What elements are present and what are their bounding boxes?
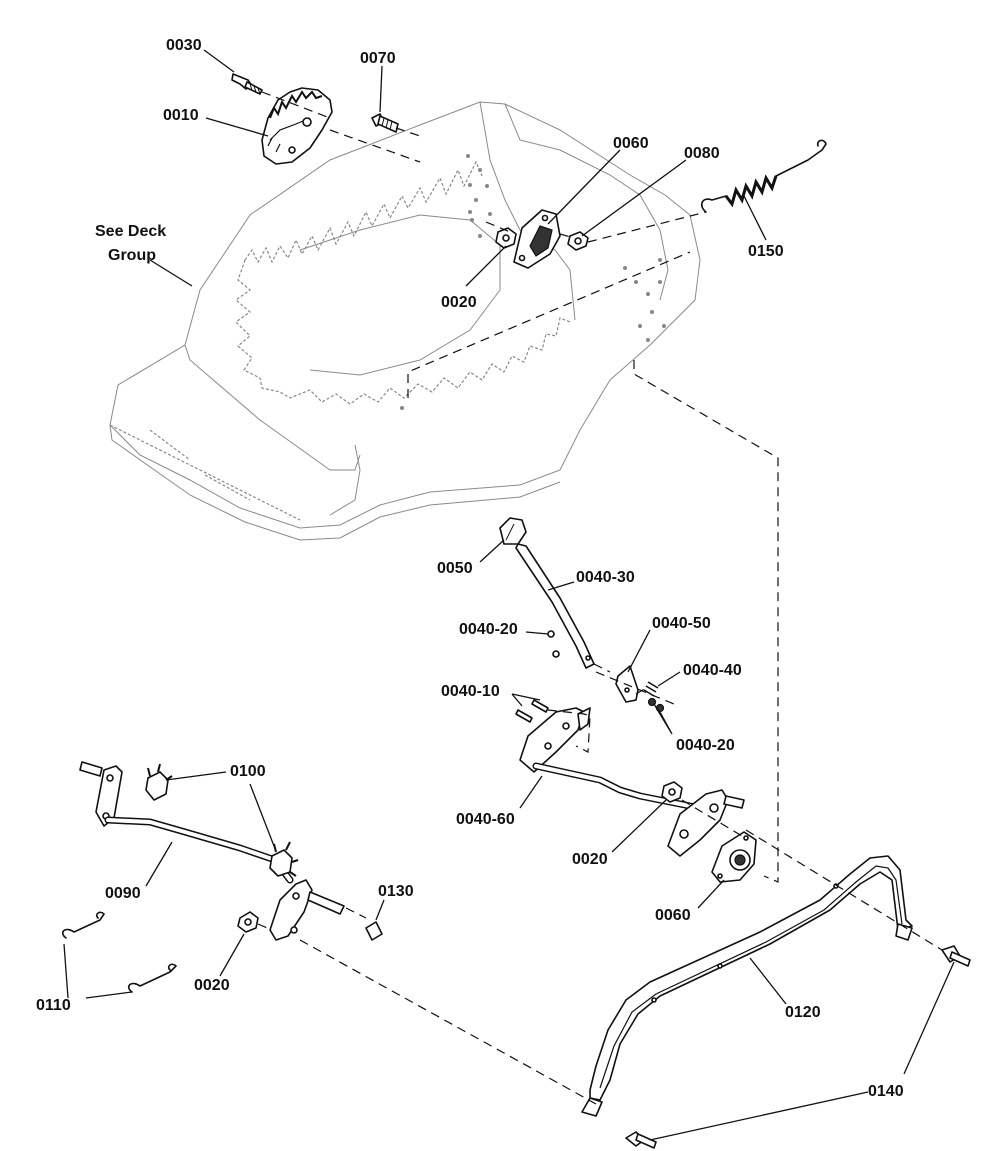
- label-0040-20-a: 0040-20: [459, 621, 518, 638]
- label-0010: 0010: [163, 107, 199, 124]
- label-0060-top: 0060: [613, 135, 649, 152]
- label-0040-20-b: 0040-20: [676, 737, 735, 754]
- callout-labels: 0030 0070 0010 See Deck Group 0060 0080 …: [36, 37, 904, 1100]
- label-0060-mid: 0060: [655, 907, 691, 924]
- bolt-0040-10: [515, 699, 549, 723]
- rod-0040-60: [532, 762, 704, 812]
- label-0040-10: 0040-10: [441, 683, 500, 700]
- axle-bracket-right: [667, 789, 745, 857]
- label-0050: 0050: [437, 560, 473, 577]
- bolt-0140-b: [625, 1131, 657, 1149]
- spring-0150: [700, 139, 827, 213]
- lever-0040-30: [515, 543, 595, 669]
- label-0120: 0120: [785, 1004, 821, 1021]
- rear-handle-0120: [581, 855, 913, 1117]
- label-0020-mid: 0020: [572, 851, 608, 868]
- screw-0070: [371, 113, 399, 133]
- label-0030: 0030: [166, 37, 202, 54]
- nut-0080: [567, 231, 589, 251]
- mower-deck-ghost: [109, 101, 701, 541]
- label-0020-low: 0020: [194, 977, 230, 994]
- label-0040-50: 0040-50: [652, 615, 711, 632]
- leader-lines: [63, 49, 955, 1141]
- pawl-0100-b: [269, 841, 299, 877]
- label-see-deck: See Deck: [95, 223, 166, 240]
- label-0040-40: 0040-40: [683, 662, 742, 679]
- hairpin-0110-b: [127, 963, 177, 993]
- label-0100: 0100: [230, 763, 266, 780]
- clip-0130: [365, 921, 383, 941]
- label-0130: 0130: [378, 883, 414, 900]
- knob-0050: [499, 517, 527, 545]
- pivot-bracket-0060-top: [513, 209, 561, 269]
- nut-0020-low: [237, 911, 259, 933]
- hairpin-0110-a: [61, 911, 105, 939]
- alignment-lines: [257, 91, 943, 1105]
- label-0140: 0140: [868, 1083, 904, 1100]
- label-see-deck-group: Group: [108, 247, 156, 264]
- pawl-0100-a: [145, 763, 173, 801]
- deck-holes: [400, 154, 666, 410]
- label-0020-top: 0020: [441, 294, 477, 311]
- nut-0020-top: [495, 227, 517, 249]
- rear-axle-0090: [79, 761, 345, 941]
- screw-0030: [231, 73, 263, 95]
- plate-0040-50: [615, 665, 639, 703]
- nut-0040-20-b: [647, 697, 665, 713]
- washer-0040-40: [643, 681, 659, 697]
- label-0070: 0070: [360, 50, 396, 67]
- label-0150: 0150: [748, 243, 784, 260]
- label-0080: 0080: [684, 145, 720, 162]
- label-0110: 0110: [36, 997, 71, 1014]
- nut-0020-mid: [661, 781, 683, 803]
- label-0090: 0090: [105, 885, 141, 902]
- label-0040-30: 0040-30: [576, 569, 635, 586]
- adjuster-plate-0010: [261, 87, 333, 165]
- nut-0040-20-a: [547, 630, 560, 658]
- pivot-bracket-0060-mid: [711, 831, 757, 883]
- bolt-0140-a: [941, 945, 971, 967]
- label-0040-60: 0040-60: [456, 811, 515, 828]
